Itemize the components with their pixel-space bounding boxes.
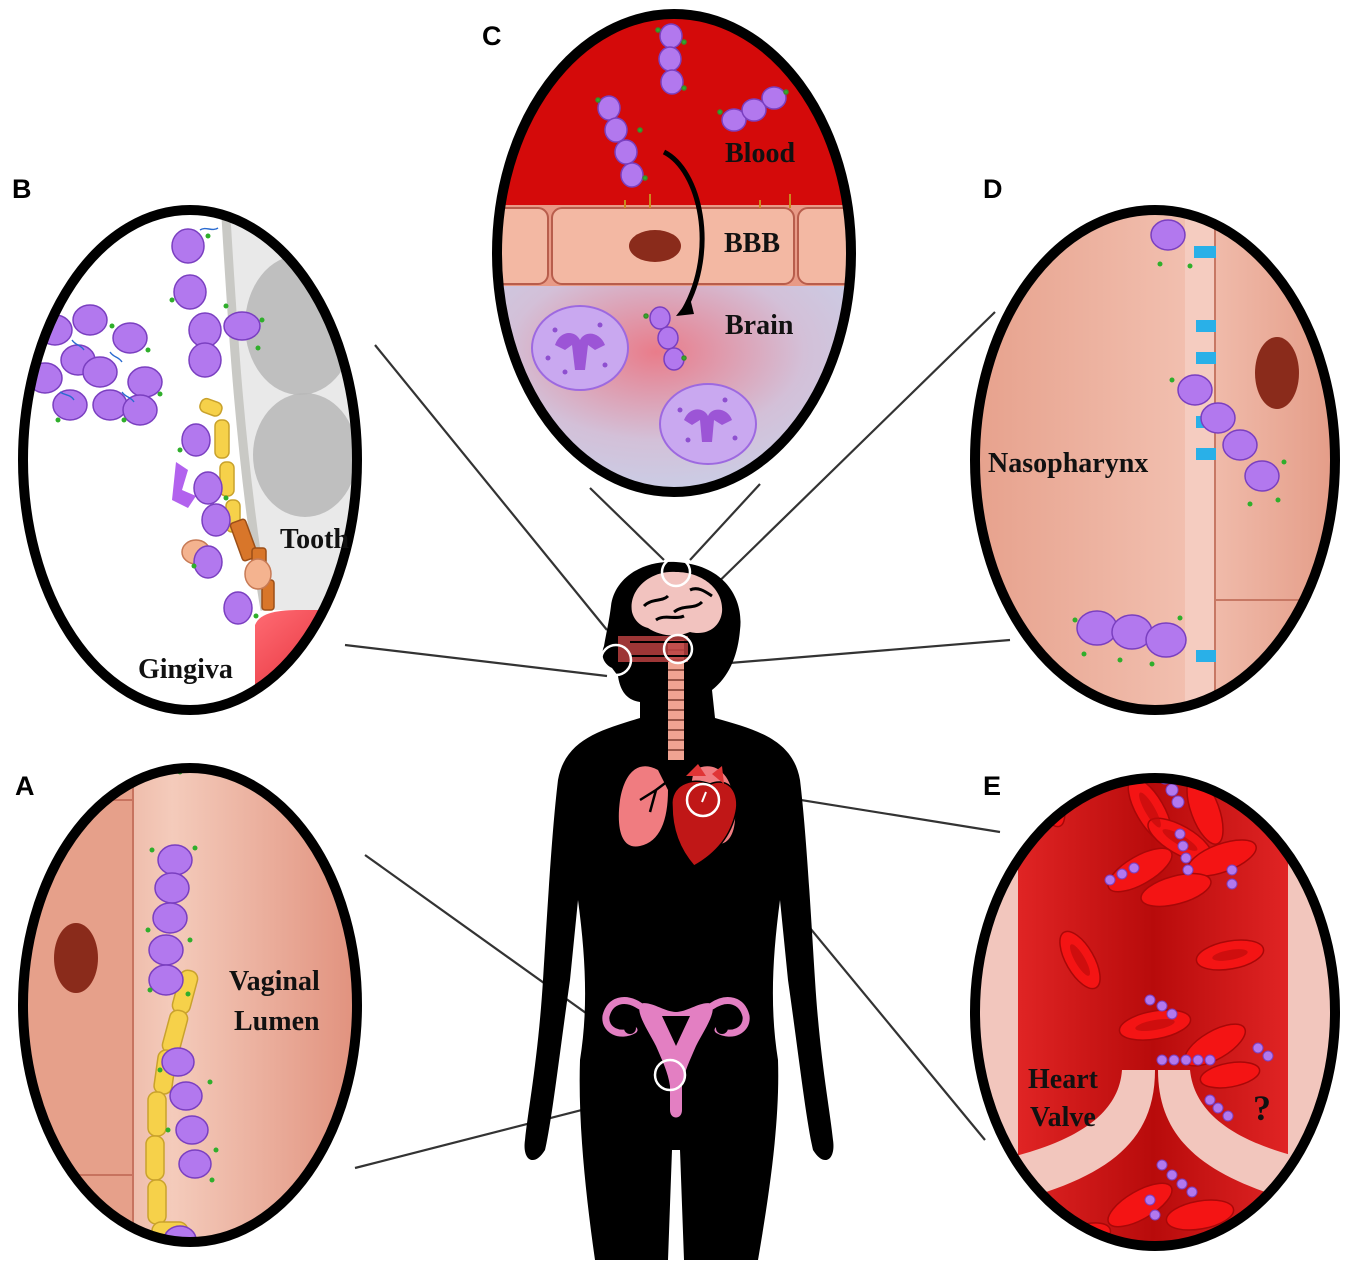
marker-brain bbox=[660, 556, 692, 588]
panel-letter-e: E bbox=[983, 771, 1001, 801]
brain-cell bbox=[531, 305, 629, 391]
panel-c: Blood BBB Brain C bbox=[482, 9, 856, 497]
label-brain: Brain bbox=[725, 310, 794, 341]
label-nasopharynx: Nasopharynx bbox=[988, 448, 1148, 479]
panel-a: Vaginal Lumen A bbox=[15, 763, 362, 1247]
translocation-arrowhead bbox=[676, 298, 694, 316]
marker-gingiva bbox=[599, 643, 633, 677]
panel-letter-c: C bbox=[482, 21, 502, 51]
brain-cell bbox=[659, 383, 757, 465]
label-vaginal: Vaginal bbox=[229, 966, 320, 997]
label-gingiva: Gingiva bbox=[138, 654, 233, 685]
label-question-mark: ? bbox=[1253, 1088, 1271, 1128]
marker-vagina bbox=[653, 1058, 687, 1092]
connector-c-left bbox=[589, 487, 665, 561]
receptors bbox=[1194, 246, 1216, 662]
bacteria-chain bbox=[1076, 219, 1280, 658]
panel-e: Heart Valve ? E bbox=[970, 771, 1340, 1251]
label-heart: Heart bbox=[1028, 1064, 1099, 1095]
marker-heart bbox=[685, 782, 721, 818]
label-blood: Blood bbox=[725, 138, 795, 169]
bacteria-pili bbox=[1072, 261, 1287, 667]
panel-letter-a: A bbox=[15, 771, 35, 801]
site-markers bbox=[599, 556, 721, 1092]
panel-b: Tooth Gingiva B bbox=[12, 174, 362, 715]
bacteria-chain bbox=[597, 23, 787, 371]
marker-nasopharynx bbox=[662, 633, 694, 665]
translocation-arrow bbox=[662, 149, 705, 312]
connector-d-upper bbox=[699, 311, 996, 601]
panel-letter-d: D bbox=[983, 174, 1003, 204]
connector-b-upper bbox=[374, 344, 608, 631]
connector-c-right bbox=[689, 483, 761, 561]
brain-icon bbox=[631, 571, 723, 636]
panel-letter-b: B bbox=[12, 174, 32, 204]
bacteria-pili bbox=[595, 27, 789, 361]
human-silhouette bbox=[524, 556, 834, 1260]
panel-d: Nasopharynx D bbox=[970, 174, 1340, 715]
connector-d-lower bbox=[692, 638, 1011, 668]
label-bbb: BBB bbox=[724, 228, 780, 259]
label-tooth: Tooth bbox=[280, 524, 349, 555]
connector-b-lower bbox=[344, 643, 608, 678]
label-valve: Valve bbox=[1030, 1102, 1096, 1133]
bacteria-chain bbox=[1104, 775, 1274, 1221]
label-lumen: Lumen bbox=[234, 1006, 320, 1037]
connector-lines bbox=[344, 311, 1011, 1170]
